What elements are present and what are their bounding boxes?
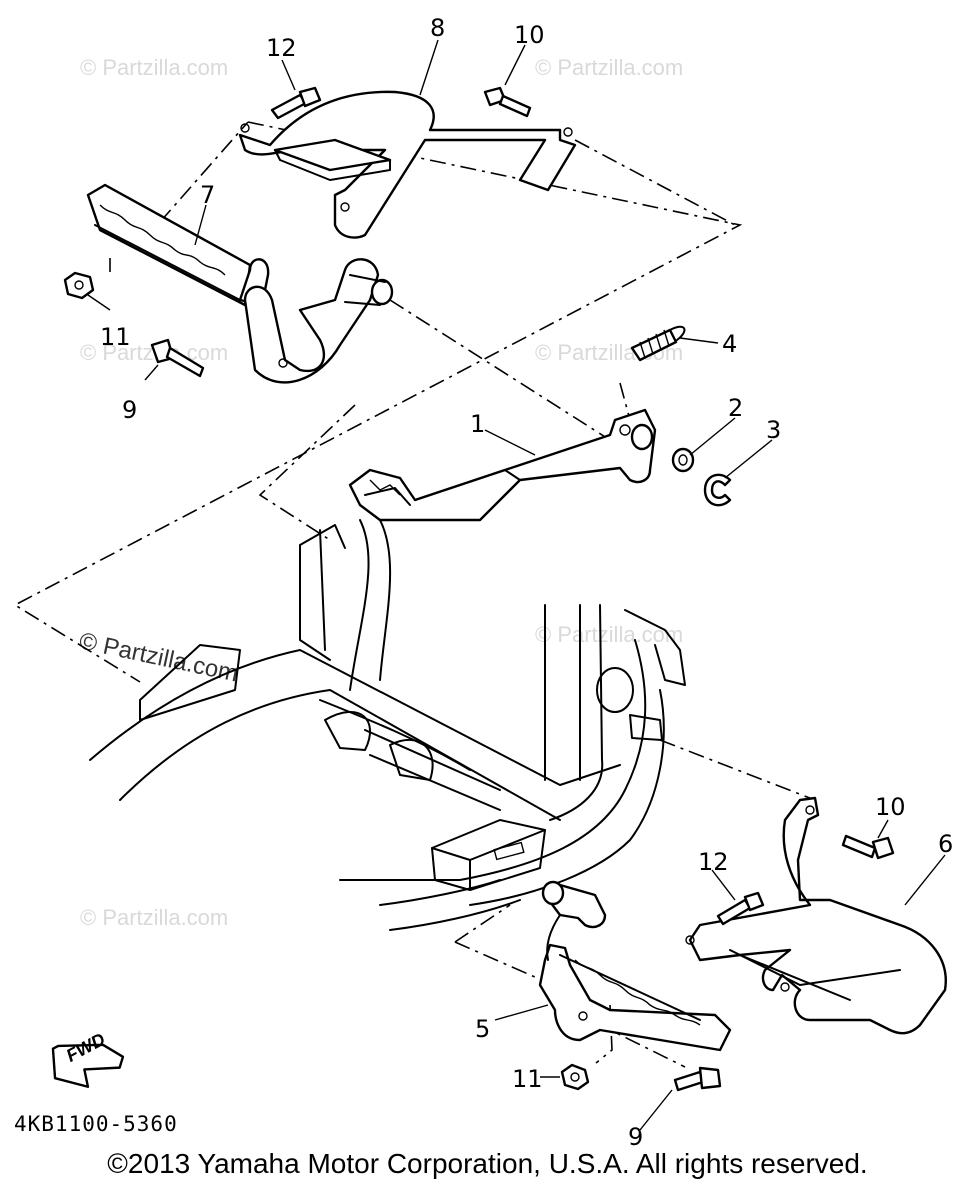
fwd-arrow-icon: FWD xyxy=(51,1029,125,1088)
part-12-bolt-lower xyxy=(716,891,765,926)
part-10-bolt-lower xyxy=(841,834,895,860)
watermark-top-left: © Partzilla.com xyxy=(80,55,228,80)
part-4-spring xyxy=(630,325,686,362)
callout-6: 6 xyxy=(938,830,953,858)
callout-4: 4 xyxy=(722,330,737,358)
callout-10-upper: 10 xyxy=(514,21,545,49)
part-9-bolt-upper xyxy=(150,338,205,378)
callout-12-upper: 12 xyxy=(266,34,297,62)
part-6-guard-bar xyxy=(685,796,947,1035)
callout-11-lower: 11 xyxy=(512,1065,543,1093)
part-9-bolt-lower xyxy=(673,1066,722,1092)
watermark-top-right: © Partzilla.com xyxy=(535,55,683,80)
part-5-footrest xyxy=(538,880,732,1052)
part-3-circlip xyxy=(703,473,732,507)
part-11-nut-lower xyxy=(560,1063,590,1091)
callout-9-upper: 9 xyxy=(122,396,137,424)
watermark-lower-right: © Partzilla.com xyxy=(535,622,683,647)
watermark-bottom-left: © Partzilla.com xyxy=(80,905,228,930)
part-1-brake-pedal xyxy=(348,408,657,522)
callout-numbers: 12 8 10 7 11 9 4 2 3 1 10 6 12 5 11 9 xyxy=(100,14,953,1151)
callout-2: 2 xyxy=(728,394,743,422)
callout-3: 3 xyxy=(766,416,781,444)
callout-11-upper: 11 xyxy=(100,323,131,351)
leader-lines xyxy=(87,39,946,1131)
vehicle-frame xyxy=(89,519,686,931)
callout-10-lower: 10 xyxy=(875,793,906,821)
part-7-footrest xyxy=(86,183,394,384)
part-11-nut-upper xyxy=(63,271,95,300)
callout-8: 8 xyxy=(430,14,445,42)
callout-5: 5 xyxy=(475,1015,490,1043)
callout-12-lower: 12 xyxy=(698,848,729,876)
part-12-bolt-upper xyxy=(270,86,322,120)
part-10-bolt-upper xyxy=(483,86,532,118)
diagram-code: 4KB1100-5360 xyxy=(14,1112,178,1136)
part-2-washer xyxy=(671,447,695,473)
part-8-guard-bar xyxy=(238,90,577,239)
copyright-notice: ©2013 Yamaha Motor Corporation, U.S.A. A… xyxy=(107,1148,868,1179)
callout-7: 7 xyxy=(200,181,215,209)
callout-1: 1 xyxy=(470,410,485,438)
callout-9-lower: 9 xyxy=(628,1123,643,1151)
